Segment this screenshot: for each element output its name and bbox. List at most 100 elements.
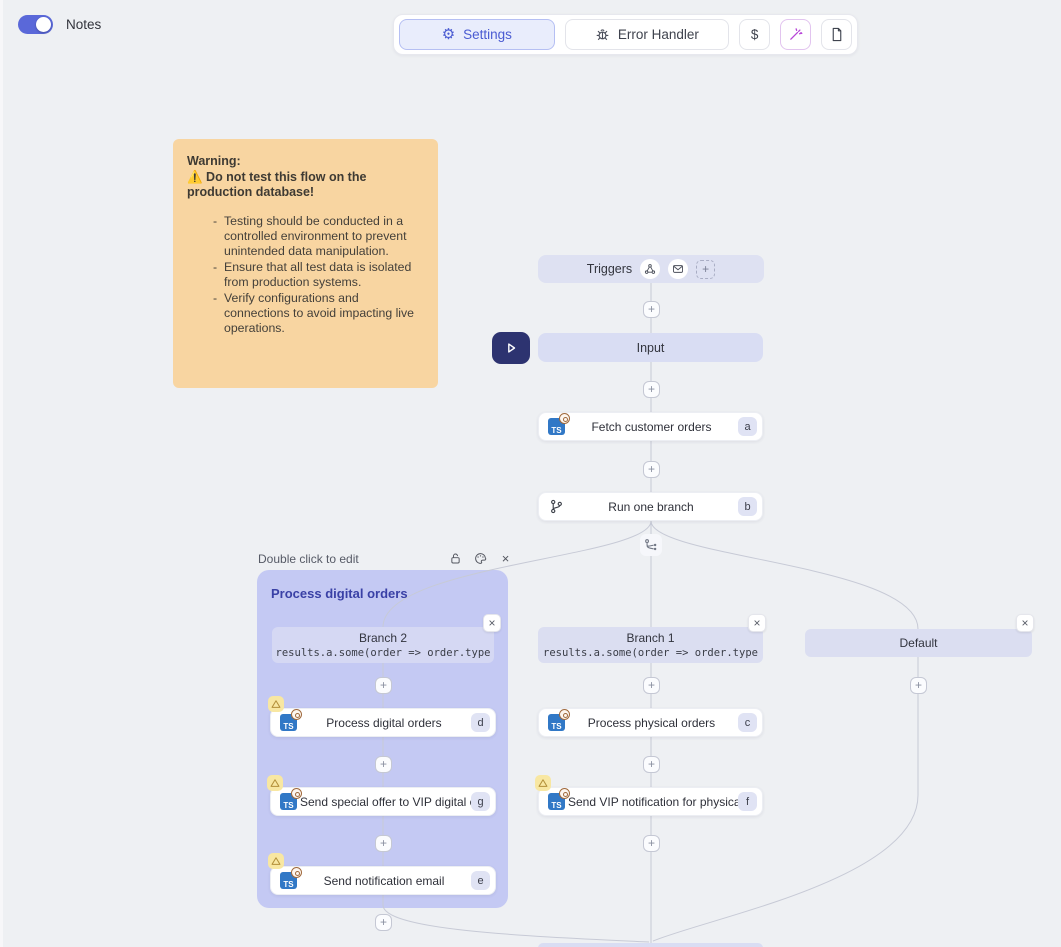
add-step-button[interactable]: + <box>375 756 392 773</box>
branch-title: Branch 2 <box>358 631 408 645</box>
step-badge: b <box>738 497 757 516</box>
branch-title: Default <box>899 636 938 650</box>
group-title: Process digital orders <box>271 586 408 601</box>
note-bullet: Verify configurations and connections to… <box>213 291 424 336</box>
document-icon <box>830 27 844 42</box>
add-step-button[interactable]: + <box>643 301 660 318</box>
run-flow-button[interactable] <box>492 332 530 364</box>
branch-2-close-button[interactable]: × <box>483 614 501 632</box>
notes-label: Notes <box>66 17 102 32</box>
dollar-icon: $ <box>750 27 759 42</box>
node-process-physical-orders[interactable]: TS Process physical orders c <box>538 708 763 737</box>
package-badge-icon <box>291 709 302 720</box>
palette-icon[interactable] <box>473 551 488 566</box>
branch-1-header[interactable]: Branch 1 results.a.some(order => order.t… <box>538 627 763 663</box>
settings-button[interactable]: ⚙ Settings <box>399 19 555 50</box>
node-fetch-customer-orders[interactable]: TS Fetch customer orders a <box>538 412 763 441</box>
node-label: Send VIP notification for physical... <box>568 794 738 809</box>
ts-label: TS <box>551 801 562 810</box>
bug-icon <box>595 27 610 42</box>
webhook-trigger-icon[interactable] <box>640 259 661 279</box>
package-badge-icon <box>559 788 570 799</box>
node-label: Run one branch <box>608 499 694 514</box>
typescript-icon: TS <box>280 788 302 810</box>
gear-icon: ⚙ <box>441 26 456 43</box>
add-step-button[interactable]: + <box>643 461 660 478</box>
branch-condition: results.a.some(order => order.type <box>275 647 491 659</box>
warning-badge-icon[interactable] <box>535 775 551 791</box>
add-step-button[interactable]: + <box>643 381 660 398</box>
ts-label: TS <box>283 722 294 731</box>
step-badge: g <box>471 792 490 811</box>
window-edge <box>0 0 3 947</box>
ts-label: TS <box>283 880 294 889</box>
branch-condition: results.a.some(order => order.type <box>543 647 758 659</box>
lock-icon[interactable] <box>448 551 463 566</box>
magic-wand-button[interactable] <box>780 19 812 50</box>
node-send-notification-email[interactable]: TS Send notification email e <box>270 866 496 895</box>
step-badge: d <box>471 713 490 732</box>
add-step-button[interactable]: + <box>643 756 660 773</box>
branch-icon <box>549 499 564 514</box>
add-step-button[interactable]: + <box>910 677 927 694</box>
group-close-icon[interactable]: × <box>501 551 510 566</box>
node-send-vip-notification[interactable]: TS Send VIP notification for physical...… <box>538 787 763 816</box>
default-branch-header[interactable]: Default <box>805 629 1032 657</box>
note-bullet-list: Testing should be conducted in a control… <box>187 214 424 336</box>
add-step-button[interactable]: + <box>643 677 660 694</box>
node-process-digital-orders[interactable]: TS Process digital orders d <box>270 708 496 737</box>
add-trigger-button[interactable]: + <box>696 259 716 279</box>
warning-badge-icon[interactable] <box>268 696 284 712</box>
settings-label: Settings <box>463 27 512 42</box>
add-step-button[interactable]: + <box>375 677 392 694</box>
error-handler-label: Error Handler <box>617 27 699 42</box>
top-toolbar: ⚙ Settings Error Handler $ <box>393 14 858 55</box>
typescript-icon: TS <box>548 709 570 731</box>
note-bullet: Testing should be conducted in a control… <box>213 214 424 259</box>
node-label: Send notification email <box>323 873 445 888</box>
node-label: Send special offer to VIP digital c... <box>300 794 471 809</box>
play-icon <box>508 343 516 353</box>
ts-label: TS <box>551 722 562 731</box>
node-label: Fetch customer orders <box>591 419 712 434</box>
group-edit-hint: Double click to edit <box>258 552 359 566</box>
warning-badge-icon[interactable] <box>268 853 284 869</box>
add-step-button[interactable]: + <box>375 835 392 852</box>
sticky-note[interactable]: Warning: ⚠️ Do not test this flow on the… <box>173 139 438 388</box>
notes-page-button[interactable] <box>821 19 852 50</box>
merge-node-partial[interactable] <box>538 943 763 947</box>
branch-title: Branch 1 <box>626 631 675 645</box>
group-process-digital-orders[interactable] <box>257 570 508 908</box>
ts-label: TS <box>283 801 294 810</box>
notes-toggle[interactable] <box>18 15 53 34</box>
branch-1-close-button[interactable]: × <box>748 614 766 632</box>
typescript-icon: TS <box>280 709 302 731</box>
node-run-one-branch[interactable]: Run one branch b <box>538 492 763 521</box>
add-step-button[interactable]: + <box>375 914 392 931</box>
ts-label: TS <box>551 426 562 435</box>
package-badge-icon <box>559 709 570 720</box>
triggers-bar[interactable]: Triggers + <box>538 255 764 283</box>
note-title: Warning: <box>187 154 241 168</box>
default-branch-close-button[interactable]: × <box>1016 614 1034 632</box>
warning-badge-icon[interactable] <box>267 775 283 791</box>
step-badge: c <box>738 713 757 732</box>
email-trigger-icon[interactable] <box>668 259 689 279</box>
typescript-icon: TS <box>548 413 570 435</box>
pricing-button[interactable]: $ <box>739 19 771 50</box>
node-label: Process physical orders <box>587 715 716 730</box>
package-badge-icon <box>291 867 302 878</box>
toggle-knob-icon <box>36 17 51 32</box>
input-node[interactable]: Input <box>538 333 763 362</box>
error-handler-button[interactable]: Error Handler <box>564 19 730 50</box>
branch-2-header[interactable]: Branch 2 results.a.some(order => order.t… <box>272 627 494 663</box>
typescript-icon: TS <box>548 788 570 810</box>
add-step-button[interactable]: + <box>643 835 660 852</box>
triggers-label: Triggers <box>586 262 633 276</box>
node-label: Process digital orders <box>326 715 442 730</box>
step-badge: f <box>738 792 757 811</box>
node-send-special-offer[interactable]: TS Send special offer to VIP digital c..… <box>270 787 496 816</box>
package-badge-icon <box>291 788 302 799</box>
